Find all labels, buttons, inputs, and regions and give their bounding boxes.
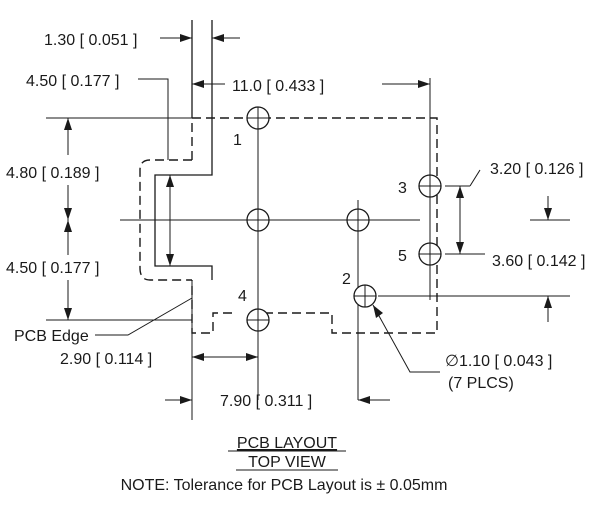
pin-5-label: 5: [398, 248, 407, 265]
svg-text:4.50 [ 0.177 ]: 4.50 [ 0.177 ]: [6, 260, 99, 277]
dim-1-30-mm: 1.30: [44, 32, 75, 49]
svg-text:∅1.10 [ 0.043 ]: ∅1.10 [ 0.043 ]: [445, 353, 552, 370]
dim-4-50-top: 4.50 [ 0.177 ]: [26, 73, 169, 160]
pin-2-label: 2: [342, 271, 351, 288]
svg-text:4.50 [ 0.177 ]: 4.50 [ 0.177 ]: [26, 73, 119, 90]
svg-text:3.20 [ 0.126 ]: 3.20 [ 0.126 ]: [490, 161, 583, 178]
dim-1-30: 1.30 [ 0.051 ]: [44, 32, 240, 49]
pcb-edge-callout: PCB Edge: [14, 297, 193, 345]
dim-left-vertical: 4.80 [ 0.189 ] 4.50 [ 0.177 ]: [6, 118, 99, 320]
dim-7-90: 7.90 [ 0.311 ]: [165, 393, 390, 410]
pin-4-label: 4: [238, 288, 247, 305]
pin-1-label: 1: [233, 132, 242, 149]
svg-text:1.30 [ 0.051 ]: 1.30 [ 0.051 ]: [44, 32, 137, 49]
dim-11-0: 11.0 [ 0.433 ]: [192, 78, 431, 118]
svg-text:7.90 [ 0.311 ]: 7.90 [ 0.311 ]: [220, 393, 312, 410]
svg-text:(7 PLCS): (7 PLCS): [448, 375, 514, 392]
dim-2-90: 2.90 [ 0.114 ]: [60, 351, 258, 368]
tolerance-note: NOTE: Tolerance for PCB Layout is ± 0.05…: [121, 477, 448, 494]
page-subtitle: TOP VIEW: [248, 454, 327, 471]
dim-right-vertical: 3.20 [ 0.126 ] 3.60 [ 0.142 ]: [456, 161, 585, 322]
dim-1-30-in: 0.051: [88, 32, 128, 49]
plated-holes: [246, 106, 442, 332]
title-block: PCB LAYOUT TOP VIEW NOTE: Tolerance for …: [121, 435, 448, 494]
svg-text:4.80 [ 0.189 ]: 4.80 [ 0.189 ]: [6, 165, 99, 182]
component-outline: [139, 20, 438, 334]
hole-diameter-callout: ∅1.10 [ 0.043 ] (7 PLCS): [372, 304, 552, 392]
page-title: PCB LAYOUT: [237, 435, 337, 452]
pin-3-label: 3: [398, 180, 407, 197]
svg-text:3.60 [ 0.142 ]: 3.60 [ 0.142 ]: [492, 253, 585, 270]
svg-text:11.0 [ 0.433 ]: 11.0 [ 0.433 ]: [232, 78, 324, 95]
bracket-inner-arrow: [166, 175, 174, 266]
svg-text:2.90 [ 0.114 ]: 2.90 [ 0.114 ]: [60, 351, 152, 368]
pcb-edge-label: PCB Edge: [14, 328, 89, 345]
